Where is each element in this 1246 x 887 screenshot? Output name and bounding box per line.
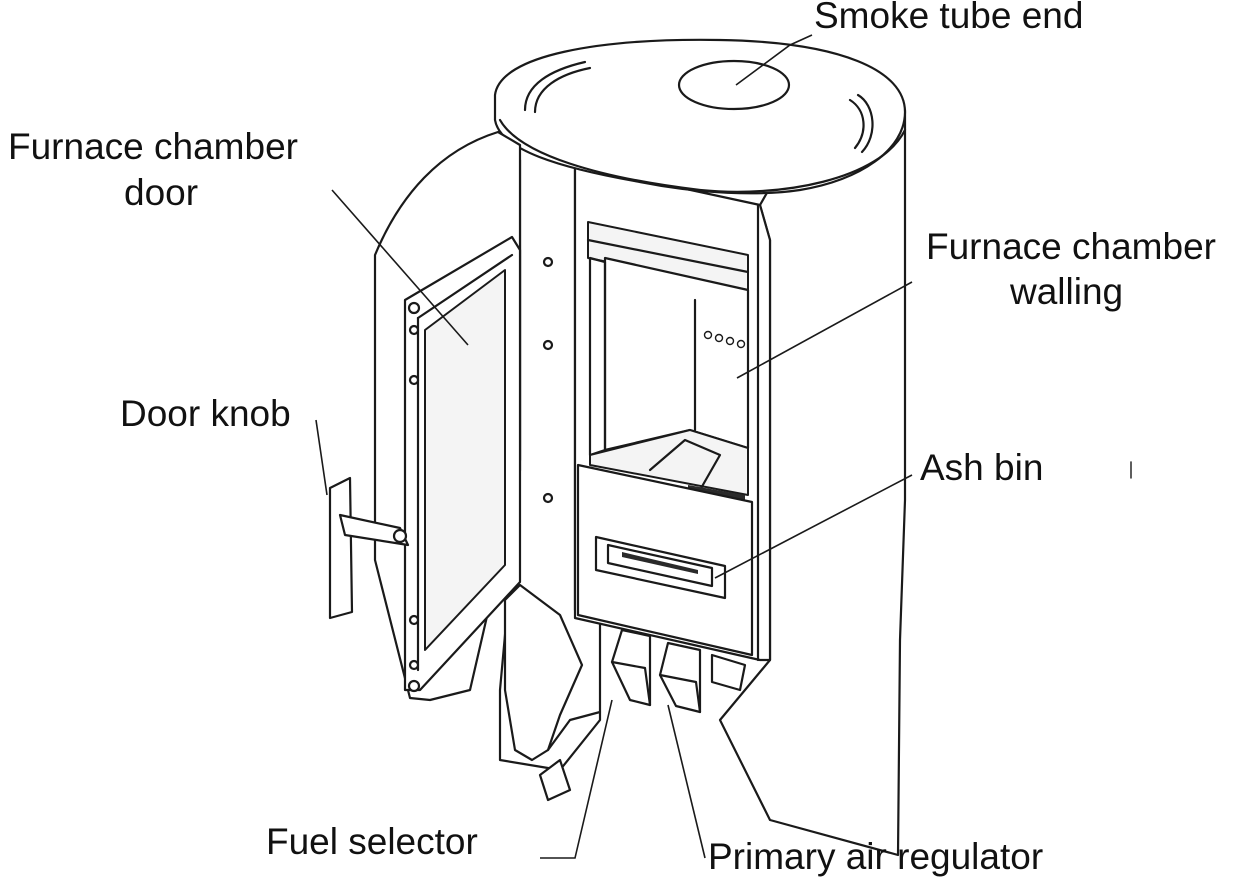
label-furnace-chamber-door-line1: Furnace chamber — [8, 126, 298, 167]
label-ash-bin: Ash bin — [920, 447, 1044, 488]
label-furnace-chamber-walling-line2: walling — [1010, 271, 1124, 312]
regulators — [610, 628, 747, 714]
smoke-tube-end-shape — [677, 59, 791, 111]
door-knob — [328, 476, 410, 620]
leader-lines — [315, 34, 913, 859]
label-door-knob: Door knob — [120, 393, 291, 434]
label-fuel-selector: Fuel selector — [266, 821, 478, 862]
label-smoke-tube-end: Smoke tube end — [814, 0, 1084, 36]
furnace-chamber-door — [373, 130, 602, 802]
label-furnace-chamber-walling-line1: Furnace chamber — [926, 226, 1216, 267]
leader-smoke-tube-end — [735, 34, 813, 86]
furnace-chamber — [576, 203, 760, 662]
label-primary-air-regulator: Primary air regulator — [708, 836, 1044, 877]
leader-furnace-door — [331, 189, 469, 346]
leader-furnace-walling — [736, 281, 913, 379]
leader-primary-air-regulator — [667, 704, 706, 859]
leader-fuel-selector — [540, 699, 613, 859]
leader-ash-bin — [714, 474, 913, 579]
label-furnace-chamber-door-line2: door — [124, 172, 199, 213]
leader-door-knob — [315, 419, 328, 496]
